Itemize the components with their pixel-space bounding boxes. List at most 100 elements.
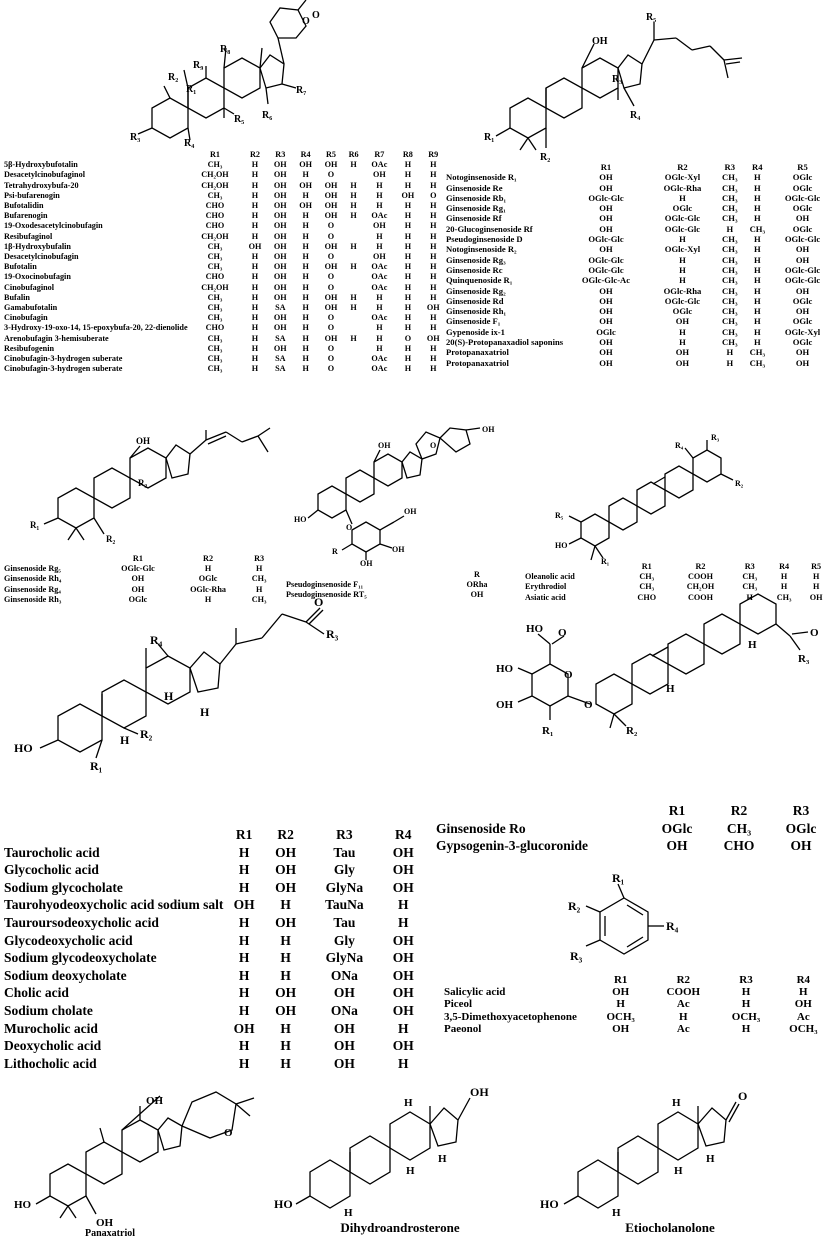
substituent-cell: H [753,337,761,348]
substituent-cell: OH [333,985,355,1001]
substituent-cell: O [327,252,335,262]
carboxyl-ho-label: HO [526,623,544,635]
substituent-cell: OH [324,211,338,221]
compound-name: Protopanaxatriol [446,347,509,358]
substituent-cell: H [350,180,357,190]
ether-o-label: O [584,699,593,711]
ho-label: HO [14,741,33,755]
header-r9: R9 [428,150,439,159]
substituent-cell: O [404,333,412,343]
substituent-cell: OH [426,333,440,343]
substituent-cell: OH [273,201,287,211]
substituent-cell: CH₃ [722,285,738,296]
substituent-cell: H [350,160,357,170]
compound-name: Cinobufaginol [4,282,55,292]
r1-label: R₁ [484,132,494,143]
r2-label: R₂ [106,534,115,544]
substituent-cell: H [753,316,761,327]
compound-name: Psi-bufarenogin [4,190,60,200]
substituent-cell: H [753,244,761,255]
substituent-cell: H [753,326,761,337]
r4-label: R₄ [675,441,684,450]
header-r2: R2 [676,974,691,986]
substituent-cell: OCH₃ [731,1010,761,1023]
substituent-cell: H [376,343,383,353]
substituent-cell: OH [795,244,810,255]
header-r4: R4 [779,562,790,571]
substituent-cell: H [204,594,212,604]
substituent-cell: OGlc-Glc [784,192,821,203]
substituent-cell: OH [599,203,613,214]
substituent-cell: CH₂OH [686,582,715,592]
header-r6: R6 [348,150,359,159]
substituent-cell: CH₃ [722,306,738,317]
r4-label: R₄ [630,110,640,121]
carbonyl-oxygen-label: O [312,10,320,21]
header-r2: R2 [249,150,260,159]
substituent-cell: OH [275,1002,297,1018]
substituent-cell: OH [273,180,287,190]
h-18-label: H [748,639,757,651]
pyran-o-label: O [224,1127,233,1139]
substituent-cell: OH [273,262,287,272]
substituent-cell: H [280,1020,291,1036]
substituent-cell: H [679,254,686,265]
substituent-cell: OGlc-Glc [664,213,701,224]
substituent-cell: OGlc [672,306,693,317]
substituent-cell: H [251,252,259,262]
substituent-cell: H [404,323,412,333]
substituent-cell: OH [599,182,613,193]
header-r2: R2 [277,827,294,842]
compound-name: Tetrahydroxybufa-20 [4,180,79,190]
substituent-cell: H [302,190,309,200]
substituent-cell: H [404,221,412,231]
oh-17-label: OH [470,1085,489,1099]
substituent-cell [344,221,364,231]
substituent-cell: H [251,170,259,180]
substituent-cell: H [430,180,437,190]
substituent-cell: SA [275,303,286,313]
substituent-cell: CH₃ [722,254,738,265]
pseudoginsenoside-structure: OH OH O HO O OH OH OH R [294,425,495,568]
substituent-cell: H [430,231,437,241]
header-r1: R1 [668,803,686,818]
substituent-cell: OH [324,333,338,343]
compound-name: Ginsenoside Rg₃ [446,254,506,265]
substituent-cell: H [238,1002,250,1018]
r4-label: R₄ [666,919,679,933]
header-r1: R1 [209,150,220,159]
substituent-cell: H [404,170,412,180]
oh-label: OH [136,436,150,446]
substituent-cell: CH₃ [722,316,738,327]
triterpene-panel: R₅ HO R₁ R₂ R₄ R₃ R1 R2 R3 R4 R5 Oleanol… [525,433,837,606]
header-r5: R5 [325,150,336,159]
substituent-cell: H [302,354,309,364]
substituent-cell: OH [795,213,810,224]
compound-name: Resibufaginol [4,231,53,241]
compound-name: Sodium glycocholate [4,879,123,895]
substituent-cell: CH₃ [722,234,738,245]
glycosidic-o-label: O [346,523,352,532]
ginsenoside-rg5-structure: OH R₃ R₁ R₂ [30,427,271,544]
h-8-label: H [404,1097,413,1109]
oh-12-label: OH [146,1095,164,1107]
substituent-cell: OH [599,357,613,368]
r1-label: R₁ [612,871,625,885]
substituent-cell: H [753,172,761,183]
substituent-cell: SA [275,333,286,343]
substituent-cell: H [780,582,788,592]
compound-name: Pseudoginsenoside RT₅ [286,590,367,600]
r7-label: R₇ [296,85,306,96]
substituent-cell: OH [795,285,810,296]
